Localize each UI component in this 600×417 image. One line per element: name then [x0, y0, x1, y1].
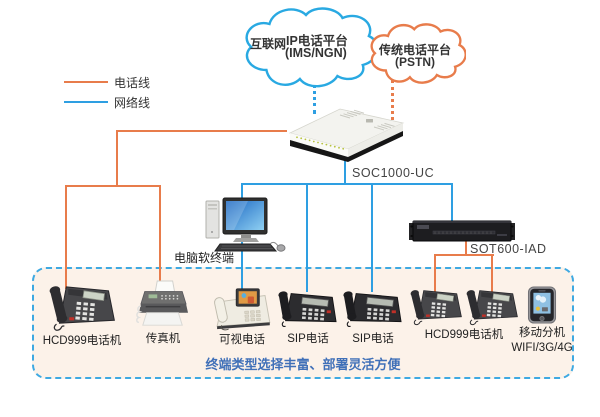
phone-line-iad-branch-h	[434, 254, 494, 256]
video-phone-icon	[210, 285, 274, 331]
cloud-shape-icon	[245, 7, 378, 88]
phone-line-left-branch-h	[65, 185, 161, 187]
gateway-icon	[288, 108, 405, 162]
terminal-videophone: 可视电话	[205, 285, 279, 348]
fax-machine-icon	[134, 280, 192, 330]
terminal-label: 传真机	[145, 333, 181, 345]
desk-phone-icon	[45, 281, 119, 332]
legend-phone-line-sample	[64, 81, 108, 83]
phone-line-to-deskphone2-v	[434, 254, 436, 292]
computer-icon	[205, 197, 286, 252]
legend-phone-line-label: 电话线	[114, 76, 151, 90]
internet-cloud-title: IP电话平台	[286, 34, 348, 48]
terminal-deskphone-1: HCD999电话机	[28, 281, 136, 349]
terminal-label: HCD999电话机	[42, 335, 122, 347]
terminal-deskphone-pair: HCD999电话机	[406, 286, 522, 343]
terminal-label: SIP电话	[287, 333, 329, 345]
terminal-zone-box: 终端类型选择丰富、部署灵活方便	[32, 267, 574, 379]
gateway-label: SOC1000-UC	[352, 166, 435, 180]
internet-cloud-side-label: 互联网	[250, 37, 287, 51]
terminal-label: 移动分机	[519, 327, 565, 339]
desk-phone-icon	[408, 286, 464, 326]
iad-device	[409, 218, 515, 250]
internet-to-gateway-dotted-line	[313, 84, 316, 114]
pstn-cloud-subtitle: (PSTN)	[395, 55, 435, 69]
rack-unit-icon	[409, 220, 515, 242]
internet-cloud: 互联网 IP电话平台 (IMS/NGN)	[236, 4, 378, 92]
pstn-to-gateway-dotted-line	[391, 80, 394, 120]
internet-cloud-subtitle: (IMS/NGN)	[285, 46, 347, 60]
phone-line-to-deskphone1-v	[65, 185, 67, 289]
softclient-device	[198, 196, 288, 259]
phone-line-left-drop-v	[116, 130, 118, 187]
sip-phone-icon	[342, 287, 404, 330]
terminal-zone-caption: 终端类型选择丰富、部署灵活方便	[205, 357, 401, 372]
terminal-sipphone-2: SIP电话	[338, 287, 408, 347]
terminal-label: SIP电话	[352, 333, 394, 345]
mobile-phone-icon	[527, 286, 557, 324]
iad-label: SOT600-IAD	[470, 242, 547, 256]
pstn-cloud-title: 传统电话平台	[378, 43, 451, 57]
terminal-label: HCD999电话机	[424, 329, 504, 341]
sip-phone-icon	[277, 287, 339, 330]
terminal-label: 可视电话	[219, 334, 265, 346]
network-line-to-sip2-v	[371, 183, 373, 292]
terminal-fax: 传真机	[127, 280, 199, 347]
phone-line-to-deskphone3-v	[491, 254, 493, 292]
phone-line-to-fax-v	[159, 185, 161, 285]
gateway-device	[282, 102, 410, 171]
network-line-to-sip1-v	[306, 183, 308, 292]
softclient-label: 电脑软终端	[173, 251, 234, 265]
network-line-gateway-drop-v	[344, 158, 346, 185]
cloud-shape-icon	[370, 23, 466, 84]
terminal-sipphone-1: SIP电话	[273, 287, 343, 347]
legend-network-line-label: 网络线	[114, 96, 151, 110]
legend-network-line-sample	[64, 101, 108, 103]
network-line-to-iad-v	[451, 183, 453, 222]
network-line-bus-h	[241, 183, 453, 185]
terminal-sublabel: WIFI/3G/4G	[511, 341, 573, 354]
phone-line-iad-drop-v	[465, 240, 467, 256]
pstn-cloud: 传统电话平台 (PSTN)	[364, 21, 466, 87]
phone-line-gateway-left-h	[117, 130, 287, 132]
terminal-mobile: 移动分机 WIFI/3G/4G	[510, 286, 574, 356]
